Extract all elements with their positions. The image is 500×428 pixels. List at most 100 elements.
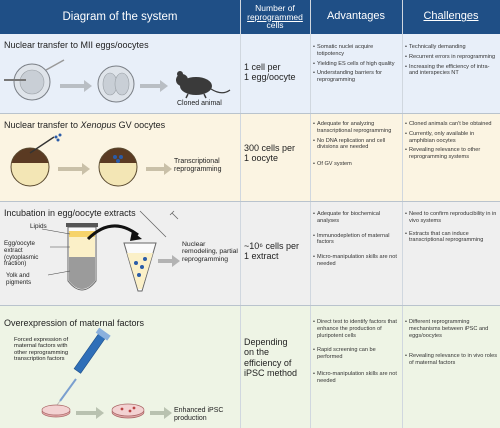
advantages-list: Adequate for analyzing transcriptional r… <box>313 121 399 171</box>
row-title: Nuclear transfer to MII eggs/oocytes <box>4 40 149 50</box>
table-header: Diagram of the system Number of reprogra… <box>0 0 500 34</box>
label-egg-extract: Egg/oocyte extract (cytoplasmic fraction… <box>4 240 39 268</box>
list-item: Understanding barriers for reprogramming <box>313 70 399 84</box>
header-number-line3: cells <box>266 20 284 31</box>
column-divider <box>402 0 403 428</box>
list-item: Somatic nuclei acquire totipotency <box>313 44 399 58</box>
row-nuclear-transfer-mii: Nuclear transfer to MII eggs/oocytes <box>0 34 500 113</box>
list-item: Micro-manipulation skills are not needed <box>313 371 399 385</box>
column-divider <box>240 0 241 428</box>
oocyte-transfer-illustration <box>10 133 172 187</box>
number-line: on the <box>244 347 270 358</box>
overexpression-illustration <box>41 327 172 419</box>
row-title-text-post: GV oocytes <box>116 120 166 130</box>
column-divider <box>310 0 311 428</box>
label-line: Transcriptional <box>174 158 220 165</box>
row-egg-extract-incubation: Incubation in egg/oocyte extracts <box>0 201 500 305</box>
row-divider <box>0 113 500 114</box>
challenges-list: Different reprogramming mechanisms betwe… <box>405 319 497 370</box>
label-yolk-pigments: Yolk and pigments <box>6 272 32 286</box>
header-challenges: Challenges <box>423 10 479 23</box>
list-item: Need to confirm reproducibility in in vi… <box>405 211 497 225</box>
list-item: Immunodepletion of maternal factors <box>313 233 399 247</box>
egg-transfer-illustration <box>4 59 231 103</box>
label-transcriptional-reprogramming: Transcriptional reprogramming <box>174 158 221 173</box>
cell-number: ~10⁶ cells per 1 extract <box>244 241 308 262</box>
list-item: Currently, only available in amphibian o… <box>405 131 497 145</box>
advantages-list: Adequate for biochemical analyses Immuno… <box>313 211 399 271</box>
list-item: Recurrent errors in reprogramming <box>405 54 497 61</box>
header-number-line1: Number of <box>255 2 295 13</box>
oocyte-icon <box>10 147 50 187</box>
extract-illustration <box>41 210 180 292</box>
row-title: Incubation in egg/oocyte extracts <box>4 208 136 218</box>
list-item: Revealing relevance to in vivo roles of … <box>405 353 497 367</box>
arrow-icon <box>58 163 90 175</box>
header-diagram: Diagram of the system <box>62 10 178 23</box>
list-item: Technically demanding <box>405 44 497 51</box>
number-line: 1 extract <box>244 251 279 262</box>
row-maternal-factor-overexpression: Overexpression of maternal factors <box>0 305 500 428</box>
row-divider <box>0 305 500 306</box>
culture-dish-icon <box>41 404 71 418</box>
row-title: Nuclear transfer to Xenopus GV oocytes <box>4 120 165 130</box>
row-divider <box>0 201 500 202</box>
number-line: efficiency of <box>244 357 292 368</box>
number-line: 1 cell per <box>244 62 281 72</box>
list-item: Direct test to identify factors that enh… <box>313 319 399 339</box>
list-item: Adequate for biochemical analyses <box>313 211 399 225</box>
row-nuclear-transfer-xenopus: Nuclear transfer to Xenopus GV oocytes <box>0 113 500 201</box>
row-title-text: Nuclear transfer to <box>4 120 81 130</box>
advantages-list: Somatic nuclei acquire totipotency Yield… <box>313 44 399 87</box>
row-title: Overexpression of maternal factors <box>4 318 144 328</box>
list-item: Rapid screening can be performed <box>313 347 399 361</box>
reaction-tube-icon <box>123 242 157 292</box>
list-item: Revealing relevance to other reprogrammi… <box>405 147 497 161</box>
number-line: iPSC method <box>244 368 298 379</box>
row-title-text: Nuclear transfer to MII eggs/oocytes <box>4 40 149 50</box>
header-advantages: Advantages <box>326 10 386 23</box>
row-title-text: Overexpression of maternal factors <box>4 318 145 328</box>
list-item: Extracts that can induce transcriptional… <box>405 231 497 245</box>
label-cloned-animal: Cloned animal <box>177 100 222 107</box>
curved-arrow-icon <box>86 224 139 241</box>
cell-number: Depending on the efficiency of iPSC meth… <box>244 337 308 378</box>
number-line: 1 oocyte <box>244 153 279 164</box>
challenges-list: Technically demanding Recurrent errors i… <box>405 44 497 80</box>
arrow-icon <box>158 255 180 267</box>
list-item: Micro-manipulation skills are not needed <box>313 254 399 268</box>
number-line: Depending <box>244 337 288 347</box>
number-line: ~10⁶ cells per <box>244 241 299 251</box>
centrifuge-tube-icon <box>66 223 98 291</box>
list-item: Increasing the efficiency of intra- and … <box>405 64 497 78</box>
cell-number: 300 cells per 1 oocyte <box>244 143 308 164</box>
label-nuclear-remodeling: Nuclear remodeling, partial reprogrammin… <box>182 241 238 263</box>
arrow-icon <box>60 80 92 92</box>
list-item: Different reprogramming mechanisms betwe… <box>405 319 497 339</box>
label-forced-expression: Forced expression of maternal factors wi… <box>14 337 69 363</box>
list-item: Adequate for analyzing transcriptional r… <box>313 121 399 135</box>
syringe-icon <box>53 327 111 410</box>
row-title-italic: Xenopus <box>80 120 117 130</box>
mouse-icon <box>176 71 231 99</box>
list-item: Cloned animals can't be obtained <box>405 121 497 128</box>
pipette-icon <box>139 210 179 238</box>
list-item: Yielding ES cells of high quality <box>313 61 399 68</box>
label-lipids: Lipids <box>30 223 47 230</box>
header-number-line2: reprogrammed <box>247 11 303 22</box>
list-item: No DNA replication and cell divisions ar… <box>313 138 399 152</box>
label-line: reprogramming <box>174 165 222 173</box>
arrow-icon <box>76 407 104 419</box>
challenges-list: Cloned animals can't be obtained Current… <box>405 121 497 164</box>
row-title-text: Incubation in egg/oocyte extracts <box>4 208 136 218</box>
advantages-list: Direct test to identify factors that enh… <box>313 319 399 388</box>
number-line: 300 cells per <box>244 143 296 153</box>
pipette-icon <box>29 136 55 154</box>
oocyte-icon <box>98 147 138 187</box>
label-enhanced-ipsc: Enhanced iPSC production <box>174 407 224 422</box>
challenges-list: Need to confirm reproducibility in in vi… <box>405 211 497 247</box>
header-number: Number of reprogrammed cells <box>240 0 310 34</box>
list-item: Of GV system <box>313 161 399 168</box>
cell-number: 1 cell per 1 egg/oocyte <box>244 62 308 83</box>
